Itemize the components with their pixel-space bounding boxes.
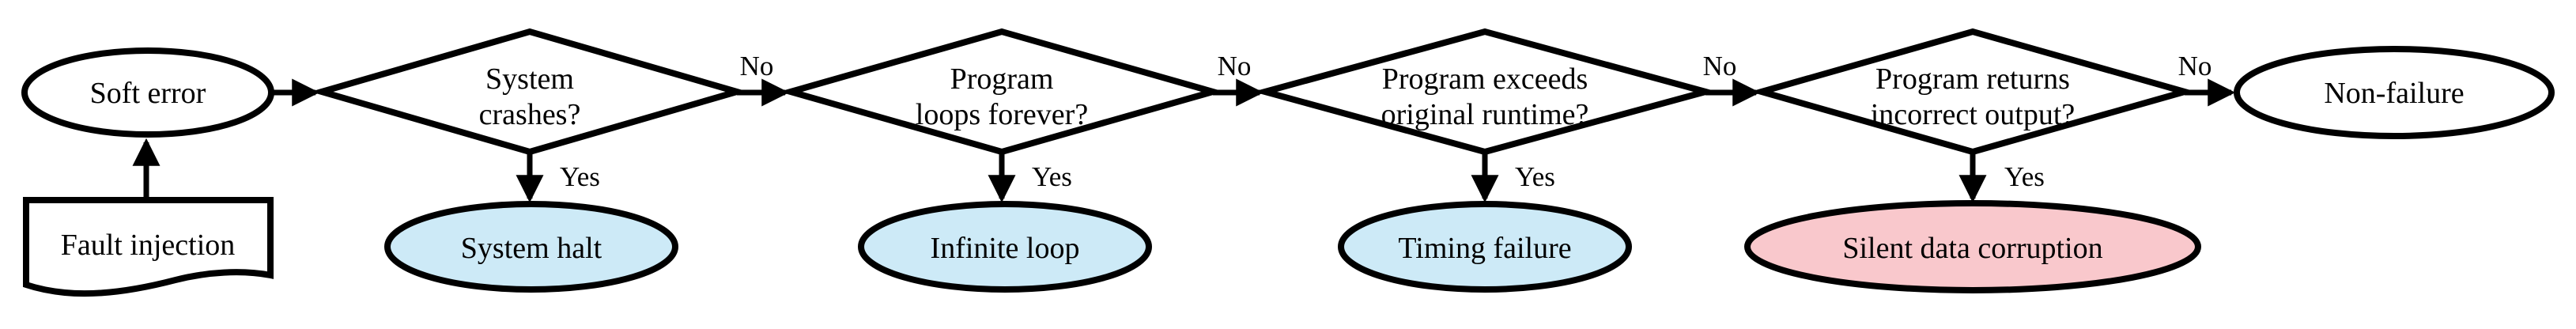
no-label-decision-4: No <box>2178 51 2212 81</box>
decision-3-question-line2: original runtime? <box>1381 98 1589 131</box>
outcome-system-halt-label: System halt <box>461 232 602 265</box>
yes-label-decision-1: Yes <box>560 161 600 192</box>
outcome-system-halt <box>384 201 678 293</box>
decision-program-returns-incorrect-output <box>1750 28 2196 156</box>
outcome-silent-data-corruption <box>1744 200 2201 293</box>
decision-system-crashes <box>310 28 749 156</box>
decision-4-question-line2: incorrect output? <box>1871 98 2076 131</box>
decision-1-question-line1: System <box>485 62 574 96</box>
outcome-infinite-loop-label: Infinite loop <box>931 232 1080 265</box>
fault-injection-label: Fault injection <box>61 229 236 262</box>
decision-4-question-line1: Program returns <box>1875 62 2070 96</box>
yes-label-decision-4: Yes <box>2004 161 2045 192</box>
outcome-infinite-loop <box>858 201 1152 293</box>
decision-3-question-line1: Program exceeds <box>1382 62 1588 96</box>
soft-error-label: Soft error <box>90 77 206 110</box>
decision-1-question-line2: crashes? <box>479 98 581 131</box>
non-failure-node <box>2234 46 2555 139</box>
decision-program-exceeds-runtime <box>1252 28 1718 156</box>
no-label-decision-3: No <box>1703 51 1737 81</box>
fault-injection-node <box>23 197 274 297</box>
yes-label-decision-3: Yes <box>1515 161 1555 192</box>
decision-2-question-line1: Program <box>950 62 1054 96</box>
outcome-timing-failure <box>1338 201 1632 293</box>
decision-program-loops-forever <box>779 28 1225 156</box>
outcome-silent-data-corruption-label: Silent data corruption <box>1842 232 2102 265</box>
yes-label-decision-2: Yes <box>1032 161 1072 192</box>
no-label-decision-2: No <box>1218 51 1252 81</box>
no-label-decision-1: No <box>740 51 774 81</box>
soft-error-node <box>21 47 274 138</box>
decision-2-question-line2: loops forever? <box>916 98 1088 131</box>
non-failure-label: Non-failure <box>2324 77 2464 110</box>
outcome-timing-failure-label: Timing failure <box>1398 232 1571 265</box>
